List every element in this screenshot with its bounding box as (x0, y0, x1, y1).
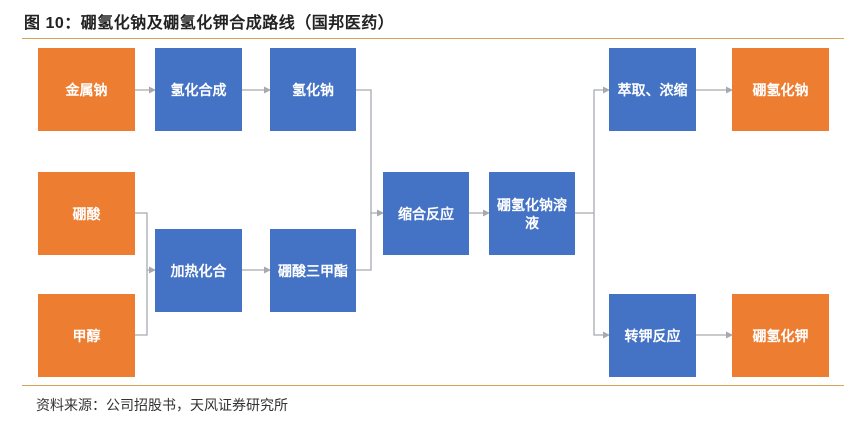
top-rule (22, 38, 844, 39)
node-potassium-borohydride: 硼氢化钾 (732, 294, 829, 377)
bottom-rule (22, 385, 844, 386)
edge-boric-acid-heating (135, 212, 156, 274)
node-sodium-hydride: 氢化钠 (270, 48, 356, 131)
edge-solution-extraction (575, 86, 610, 214)
figure-title: 图 10：硼氢化钠及硼氢化钾合成路线（国邦医药） (24, 15, 395, 32)
node-condensation-reaction: 缩合反应 (383, 172, 469, 255)
node-extraction-concentration: 萃取、浓缩 (609, 48, 696, 131)
edge-sodium-hydride-condensation (356, 89, 384, 217)
node-methanol: 甲醇 (38, 294, 135, 377)
node-sodium-borohydride-solution: 硼氢化钠溶液 (489, 172, 575, 255)
edge-methanol-heating (135, 270, 148, 336)
node-hydrogenation-synthesis: 氢化合成 (155, 48, 242, 131)
node-potassium-conversion: 转钾反应 (609, 294, 696, 377)
source-note: 资料来源：公司招股书，天风证券研究所 (36, 397, 288, 413)
node-sodium-borohydride: 硼氢化钠 (732, 48, 829, 131)
node-heating-combination: 加热化合 (155, 229, 242, 312)
node-trimethyl-borate: 硼酸三甲酯 (270, 229, 356, 312)
node-boric-acid: 硼酸 (38, 172, 135, 255)
edge-trimethyl-borate-condensation (356, 213, 372, 271)
node-sodium-metal: 金属钠 (38, 48, 135, 131)
edge-solution-potassium (593, 213, 610, 339)
